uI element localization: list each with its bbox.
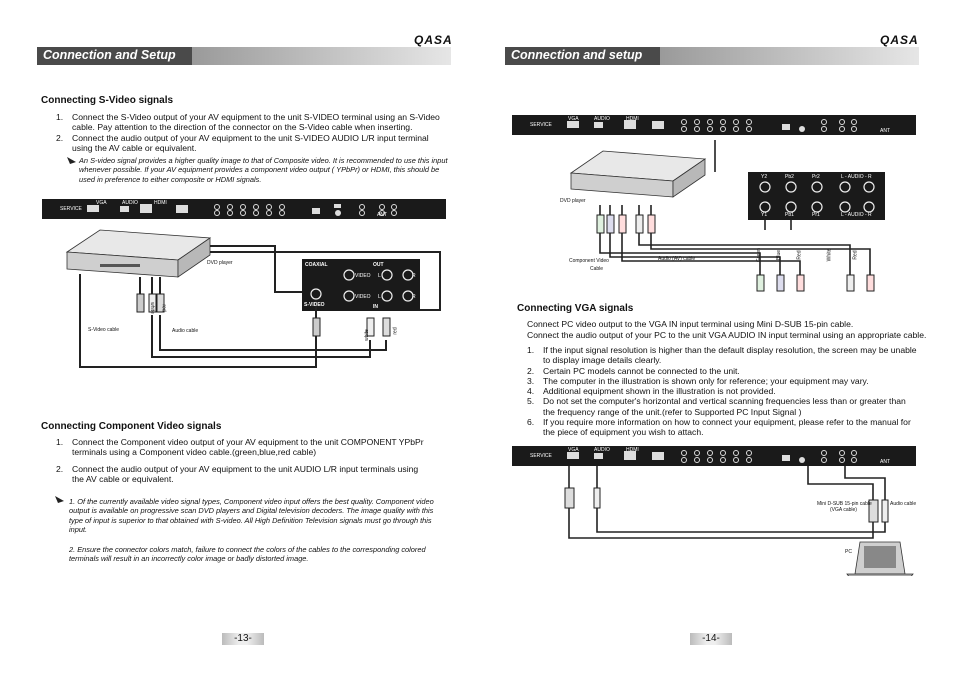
- heading-component: Connecting Component Video signals: [41, 421, 222, 432]
- audio-av-cable-label: Audio (AV) cable: [658, 256, 696, 262]
- component-note-2: 2. Ensure the connector colors match, fa…: [69, 545, 426, 564]
- svideo-note: An S-video signal provides a higher qual…: [79, 156, 448, 184]
- panel-label-service: SERVICE: [60, 206, 82, 212]
- brand-logo-left: QASA: [414, 33, 453, 47]
- top-label-audio2: L - AUDIO - R: [841, 174, 872, 180]
- bottom-label-pr1: Pr1: [812, 212, 820, 218]
- panel-label-audio: AUDIO: [594, 447, 610, 453]
- video-label-out: VIDEO: [355, 273, 371, 279]
- svideo-port-label: S-VIDEO: [304, 302, 325, 308]
- blue-label: Blue: [776, 249, 783, 261]
- pc-label: PC: [845, 549, 852, 555]
- list-item: 2.Certain PC models cannot be connected …: [527, 365, 740, 376]
- green-label: Green: [755, 248, 762, 262]
- back-panel-right-top: SERVICE VGA AUDIO HDMI ANT: [512, 115, 916, 135]
- list-item: 3.The computer in the illustration is sh…: [527, 375, 869, 386]
- r-label-out: R: [412, 273, 416, 279]
- component-diagram: [569, 140, 885, 292]
- top-label-pb2: Pb2: [785, 174, 794, 180]
- panel-label-hdmi: HDMI: [154, 200, 167, 206]
- in-label: IN: [373, 304, 378, 310]
- section-header-right: Connection and setup: [505, 47, 919, 65]
- svideo-diagram: [65, 229, 441, 368]
- brand-logo-right: QASA: [880, 33, 919, 47]
- panel-label-vga: VGA: [568, 447, 579, 453]
- audio-cable-label-right: Audio cable: [890, 501, 917, 507]
- vga-cable-label: Mini D-SUB 15-pin cable: [817, 501, 872, 507]
- top-label-pr2: Pr2: [812, 174, 820, 180]
- panel-label-hdmi: HDMI: [626, 447, 639, 453]
- heading-svideo: Connecting S-Video signals: [41, 95, 174, 106]
- pc-laptop-icon: [846, 541, 914, 576]
- r-label-in: R: [412, 294, 416, 300]
- page-number-left: -13-: [222, 633, 264, 645]
- white-label-2: white: [363, 329, 370, 341]
- note-arrow-icon: [67, 157, 76, 164]
- panel-label-service: SERVICE: [530, 122, 552, 128]
- vga-intro-2: Connect the audio output of your PC to t…: [527, 330, 927, 340]
- list-item: 6.If you require more information on how…: [527, 417, 911, 438]
- dvd-player-icon: [569, 150, 707, 198]
- bottom-label-pb1: Pb1: [785, 212, 794, 218]
- red-label-c2: Red: [852, 250, 859, 260]
- panel-label-ant: ANT: [377, 212, 387, 218]
- vga-diagram: [564, 466, 914, 576]
- red-label-c: Red: [796, 250, 803, 260]
- bottom-label-y1: Y1: [761, 212, 768, 218]
- list-item: 2.Connect the audio output of your AV eq…: [56, 463, 419, 484]
- back-panel-right-bottom: SERVICE VGA AUDIO HDMI ANT: [512, 446, 916, 466]
- section-header-title: Connection and Setup: [43, 48, 176, 62]
- dvd-player-icon: [65, 229, 212, 278]
- white-label: white: [148, 302, 155, 314]
- audio-cable-label: Audio cable: [172, 328, 199, 334]
- dvd-label: DVD player: [207, 260, 233, 266]
- l-label-in: L: [378, 294, 381, 300]
- component-note-1: 1. Of the currently available video sign…: [69, 497, 434, 534]
- dvd-label-right: DVD player: [560, 198, 586, 204]
- vga-cable-label-2: (VGA cable): [830, 507, 857, 513]
- component-steps: 1.Connect the Component video output of …: [56, 437, 426, 484]
- panel-label-audio: AUDIO: [122, 200, 138, 206]
- red-label-2: red: [392, 327, 399, 335]
- vga-steps: 1.If the input signal resolution is high…: [527, 345, 919, 438]
- component-cable-label-2: Cable: [590, 266, 604, 272]
- component-cable-label: Component Video: [569, 258, 609, 264]
- list-item: 5.Do not set the computer's horizontal a…: [527, 396, 906, 417]
- panel-label-vga: VGA: [568, 116, 579, 122]
- svideo-steps: 1.Connect the S-Video output of your AV …: [56, 112, 451, 153]
- white-label-c: White: [826, 248, 833, 262]
- svideo-cable-label: S-Video cable: [88, 327, 120, 333]
- top-label-y2: Y2: [761, 174, 768, 180]
- list-item: 4.Additional equipment shown in the illu…: [527, 386, 776, 397]
- out-label: OUT: [373, 262, 384, 268]
- panel-label-service: SERVICE: [530, 453, 552, 459]
- list-item: 1.Connect the S-Video output of your AV …: [56, 112, 440, 133]
- panel-label-vga: VGA: [96, 200, 107, 206]
- list-item: 2.Connect the audio output of your AV eq…: [56, 132, 429, 153]
- panel-label-hdmi: HDMI: [626, 116, 639, 122]
- list-item: 1.If the input signal resolution is high…: [527, 345, 917, 366]
- l-label-out: L: [378, 273, 381, 279]
- back-panel-left: SERVICE VGA AUDIO HDMI ANT: [42, 199, 446, 219]
- section-header-left: Connection and Setup: [37, 47, 451, 65]
- panel-label-ant: ANT: [880, 128, 890, 134]
- list-item: 1.Connect the Component video output of …: [56, 437, 424, 458]
- heading-vga: Connecting VGA signals: [517, 303, 634, 314]
- red-label: red: [160, 304, 167, 312]
- page-number-right: -14-: [690, 633, 732, 645]
- note-arrow-icon: [55, 496, 64, 503]
- panel-label-ant: ANT: [880, 459, 890, 465]
- section-header-title: Connection and setup: [511, 48, 643, 62]
- panel-label-audio: AUDIO: [594, 116, 610, 122]
- vga-intro-1: Connect PC video output to the VGA IN in…: [527, 319, 854, 329]
- video-label-in: VIDEO: [355, 294, 371, 300]
- bottom-label-audio1: L - AUDIO - R: [841, 212, 872, 218]
- coaxial-label: COAXIAL: [305, 262, 328, 268]
